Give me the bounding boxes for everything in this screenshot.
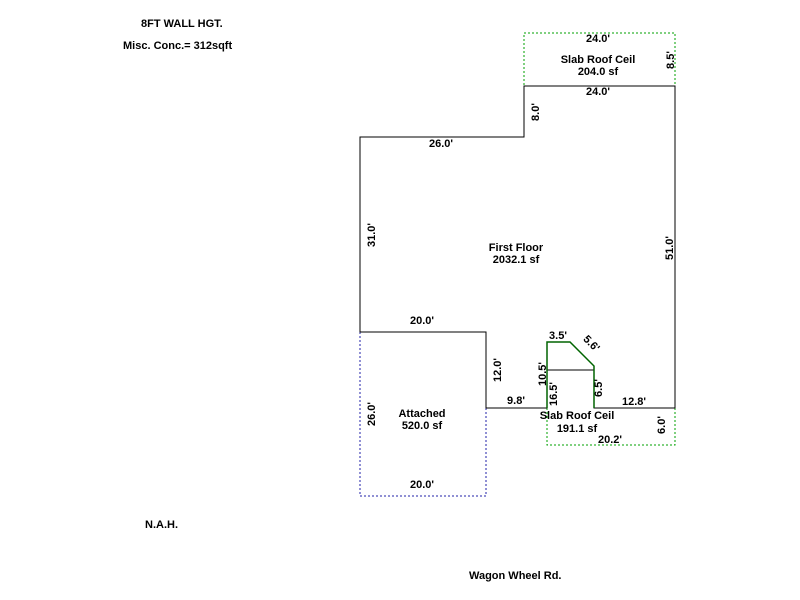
wall-height-note: 8FT WALL HGT. xyxy=(141,18,223,30)
dim-top-width: 24.0' xyxy=(586,86,610,98)
dim-slab-bottom-depth: 6.0' xyxy=(656,416,668,434)
dim-attached-left: 26.0' xyxy=(366,402,378,426)
dim-mid-20: 20.0' xyxy=(410,315,434,327)
dim-bay-10-5: 10.5' xyxy=(537,362,549,386)
street-label: Wagon Wheel Rd. xyxy=(469,570,561,582)
dim-bay-3-5: 3.5' xyxy=(549,330,567,342)
first-floor-name: First Floor xyxy=(489,242,544,254)
slab-bottom-outline xyxy=(546,408,676,446)
misc-concrete-note: Misc. Conc.= 312sqft xyxy=(123,40,232,52)
dim-inner-12: 12.0' xyxy=(492,358,504,382)
slab-bottom-name: Slab Roof Ceil xyxy=(540,410,615,422)
dim-slab-bottom-width: 20.2' xyxy=(598,434,622,446)
slab-top-name: Slab Roof Ceil xyxy=(561,54,636,66)
slab-top-area: 204.0 sf xyxy=(578,66,619,78)
nah-note: N.A.H. xyxy=(145,519,178,531)
dim-slab-top-depth: 8.5' xyxy=(665,51,677,69)
first-floor-area: 2032.1 sf xyxy=(493,254,540,266)
dim-left-31: 31.0' xyxy=(366,223,378,247)
dim-step-8: 8.0' xyxy=(530,103,542,121)
dim-bay-6-5: 6.5' xyxy=(593,379,605,397)
dim-bay-5-6: 5.6' xyxy=(581,333,602,354)
dim-attached-bottom: 20.0' xyxy=(410,479,434,491)
attached-outline xyxy=(359,332,487,497)
dim-upper-left-width: 26.0' xyxy=(429,138,453,150)
attached-area: 520.0 sf xyxy=(402,420,443,432)
dim-bottom-12-8: 12.8' xyxy=(622,396,646,408)
dim-right-51: 51.0' xyxy=(664,236,676,260)
dim-slab-top-width: 24.0' xyxy=(586,33,610,45)
slab-bottom-area: 191.1 sf xyxy=(557,423,598,435)
dim-bottom-9-8: 9.8' xyxy=(507,395,525,407)
bay-outline xyxy=(546,341,595,408)
slab-top-outline xyxy=(523,32,676,87)
dim-bay-16-5: 16.5' xyxy=(548,382,560,406)
attached-name: Attached xyxy=(398,408,445,420)
